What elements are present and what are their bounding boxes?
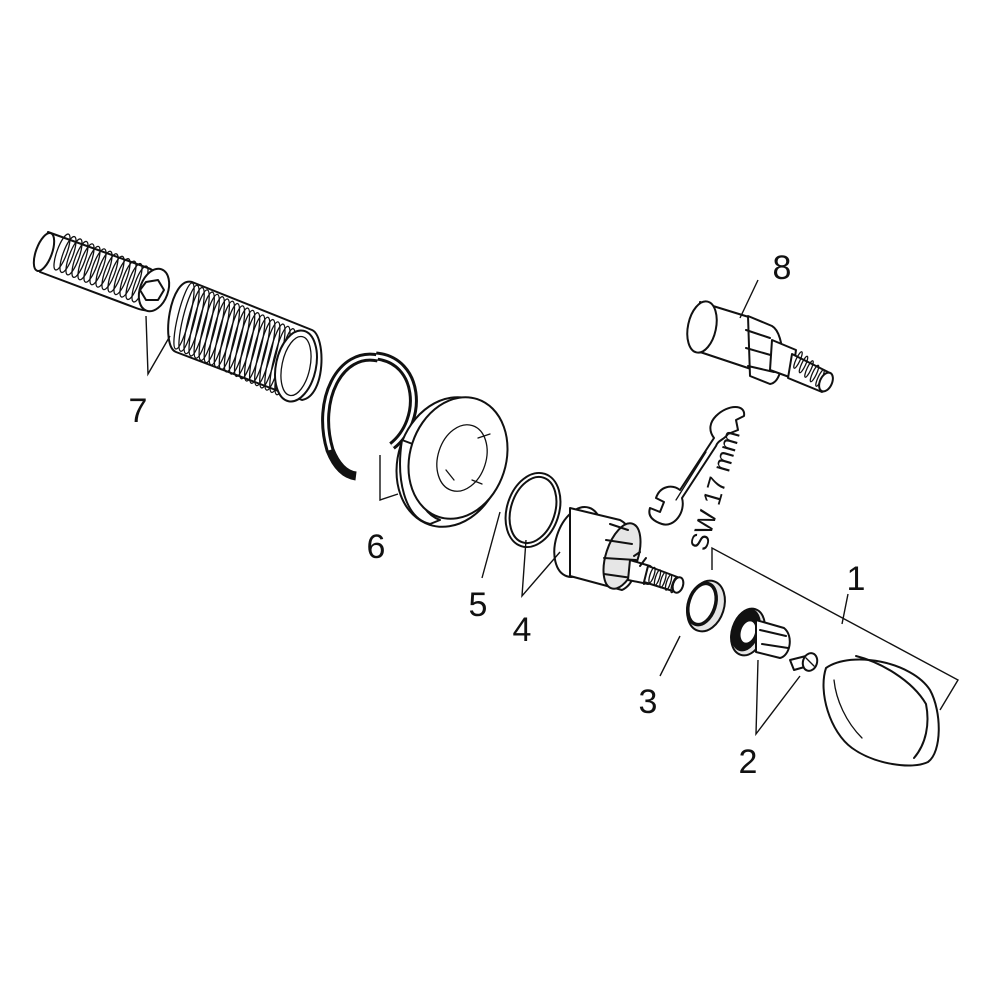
label-part-1: 1 (847, 560, 866, 598)
thread-ring (71, 240, 89, 278)
thread-ring (223, 305, 246, 373)
label-part-8: 8 (773, 249, 792, 287)
thread-ring (804, 360, 814, 378)
thread-ring (259, 321, 281, 389)
thread-ring (798, 355, 809, 374)
thread-ring (233, 309, 256, 378)
thread-ring (218, 302, 241, 371)
label-part-5: 5 (469, 586, 488, 624)
thread-ring (89, 248, 107, 286)
thread-ring (53, 233, 71, 271)
thread-ring (198, 293, 220, 362)
thread-ring (208, 298, 231, 366)
thread-ring (664, 574, 673, 591)
thread-ring (125, 262, 143, 301)
thread-ring (809, 364, 820, 383)
part-4-valve-cartridge (553, 506, 685, 594)
part-3-ring (686, 579, 726, 633)
thread-ring (203, 296, 226, 364)
thread-ring (659, 571, 667, 589)
thread-ring (183, 286, 205, 355)
part-2-screw (789, 652, 819, 672)
part-2-adapter (730, 607, 791, 659)
thread-ring (213, 300, 236, 368)
thread-ring (238, 312, 261, 380)
thread-ring (188, 289, 210, 357)
thread-ring (193, 291, 215, 359)
thread-ring (648, 566, 656, 584)
thread-ring (59, 235, 77, 274)
thread-ring (228, 307, 251, 375)
thread-ring (178, 284, 200, 352)
thread-ring (101, 253, 119, 291)
part-1-handle (822, 655, 940, 767)
thread-ring (83, 245, 101, 283)
thread-ring (248, 316, 271, 384)
thread-ring (243, 314, 266, 382)
part-7-threaded-sleeve (167, 280, 323, 403)
thread-ring (77, 243, 95, 281)
thread-ring (65, 238, 83, 276)
wrench-icon (648, 406, 746, 526)
thread-ring (653, 569, 662, 586)
thread-ring (107, 255, 125, 293)
wrench-size-label: SW 17 mm (685, 427, 746, 554)
part-6-retaining-ring (321, 351, 418, 481)
part-6-escutcheon (395, 396, 509, 528)
part-8-extension-spindle (686, 300, 834, 393)
part-7-small-nipple (32, 231, 171, 313)
label-part-3: 3 (639, 683, 658, 721)
label-part-4: 4 (513, 611, 532, 649)
thread-ring (113, 258, 131, 296)
thread-ring (119, 260, 137, 298)
part-5-o-ring (504, 471, 562, 549)
thread-ring (254, 318, 276, 387)
label-part-7: 7 (129, 392, 148, 430)
thread-ring (793, 351, 803, 369)
thread-ring (95, 250, 113, 288)
thread-ring (173, 282, 195, 350)
leader-lines (145, 279, 959, 737)
label-part-6: 6 (367, 528, 386, 566)
label-part-2: 2 (739, 743, 758, 781)
